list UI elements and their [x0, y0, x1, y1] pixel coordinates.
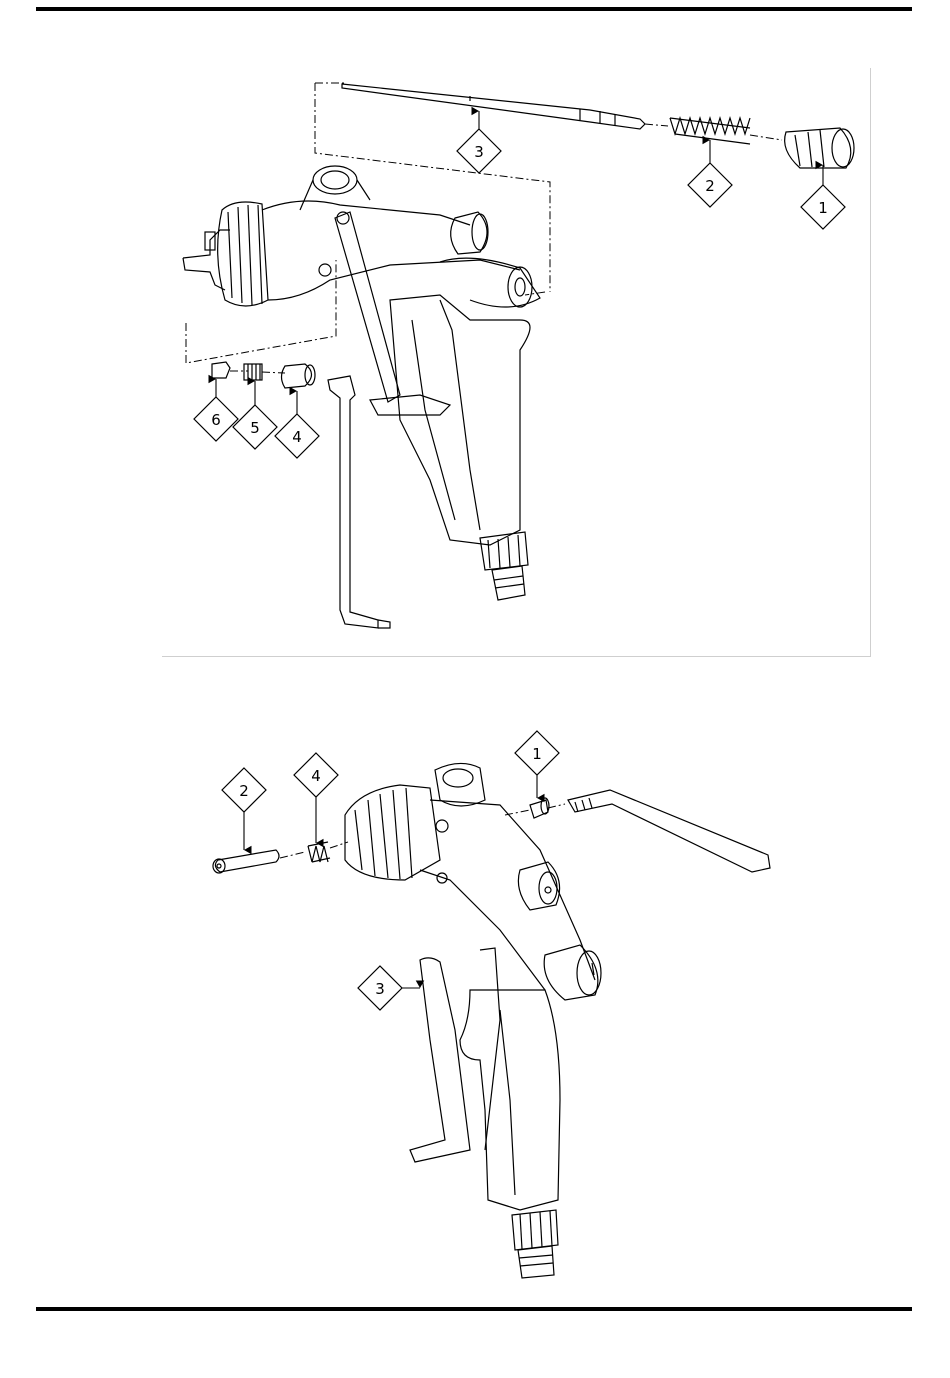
top-callout-5-label: 5 — [250, 419, 260, 437]
top-callout-3-label: 3 — [474, 143, 484, 161]
bottom-leader-arrows — [244, 775, 537, 988]
bottom-callout-3-label: 3 — [375, 980, 385, 998]
trigger-pin — [213, 850, 279, 873]
trigger-screw — [530, 798, 549, 818]
bottom-callout-1: 1 — [515, 731, 559, 775]
fluid-needle — [342, 84, 645, 129]
wrench-tool — [568, 790, 770, 872]
top-callout-6: 6 — [194, 397, 238, 441]
top-callout-4: 4 — [275, 414, 319, 458]
spray-gun-body-top — [183, 166, 540, 600]
bottom-exploded-view — [213, 763, 770, 1278]
small-parts-top — [212, 362, 315, 388]
bottom-callout-3: 3 — [358, 966, 402, 1010]
top-callout-2: 2 — [688, 163, 732, 207]
bottom-callout-4-label: 4 — [311, 767, 321, 785]
top-callout-4-label: 4 — [292, 428, 302, 446]
needle-adjust-knob — [785, 128, 854, 168]
top-callout-1: 1 — [801, 185, 845, 229]
hex-key-tool — [328, 376, 390, 628]
top-callout-5: 5 — [233, 405, 277, 449]
top-callout-6-label: 6 — [211, 411, 221, 429]
bottom-callout-4: 4 — [294, 753, 338, 797]
bottom-callout-2-label: 2 — [239, 782, 249, 800]
top-callout-2-label: 2 — [705, 177, 715, 195]
top-exploded-view — [183, 83, 854, 628]
bottom-callout-1-label: 1 — [532, 745, 542, 763]
bottom-callout-2: 2 — [222, 768, 266, 812]
spray-gun-body-bottom — [345, 763, 601, 1278]
top-callout-1-label: 1 — [818, 199, 828, 217]
top-callout-3: 3 — [457, 129, 501, 173]
small-spring — [308, 842, 330, 862]
